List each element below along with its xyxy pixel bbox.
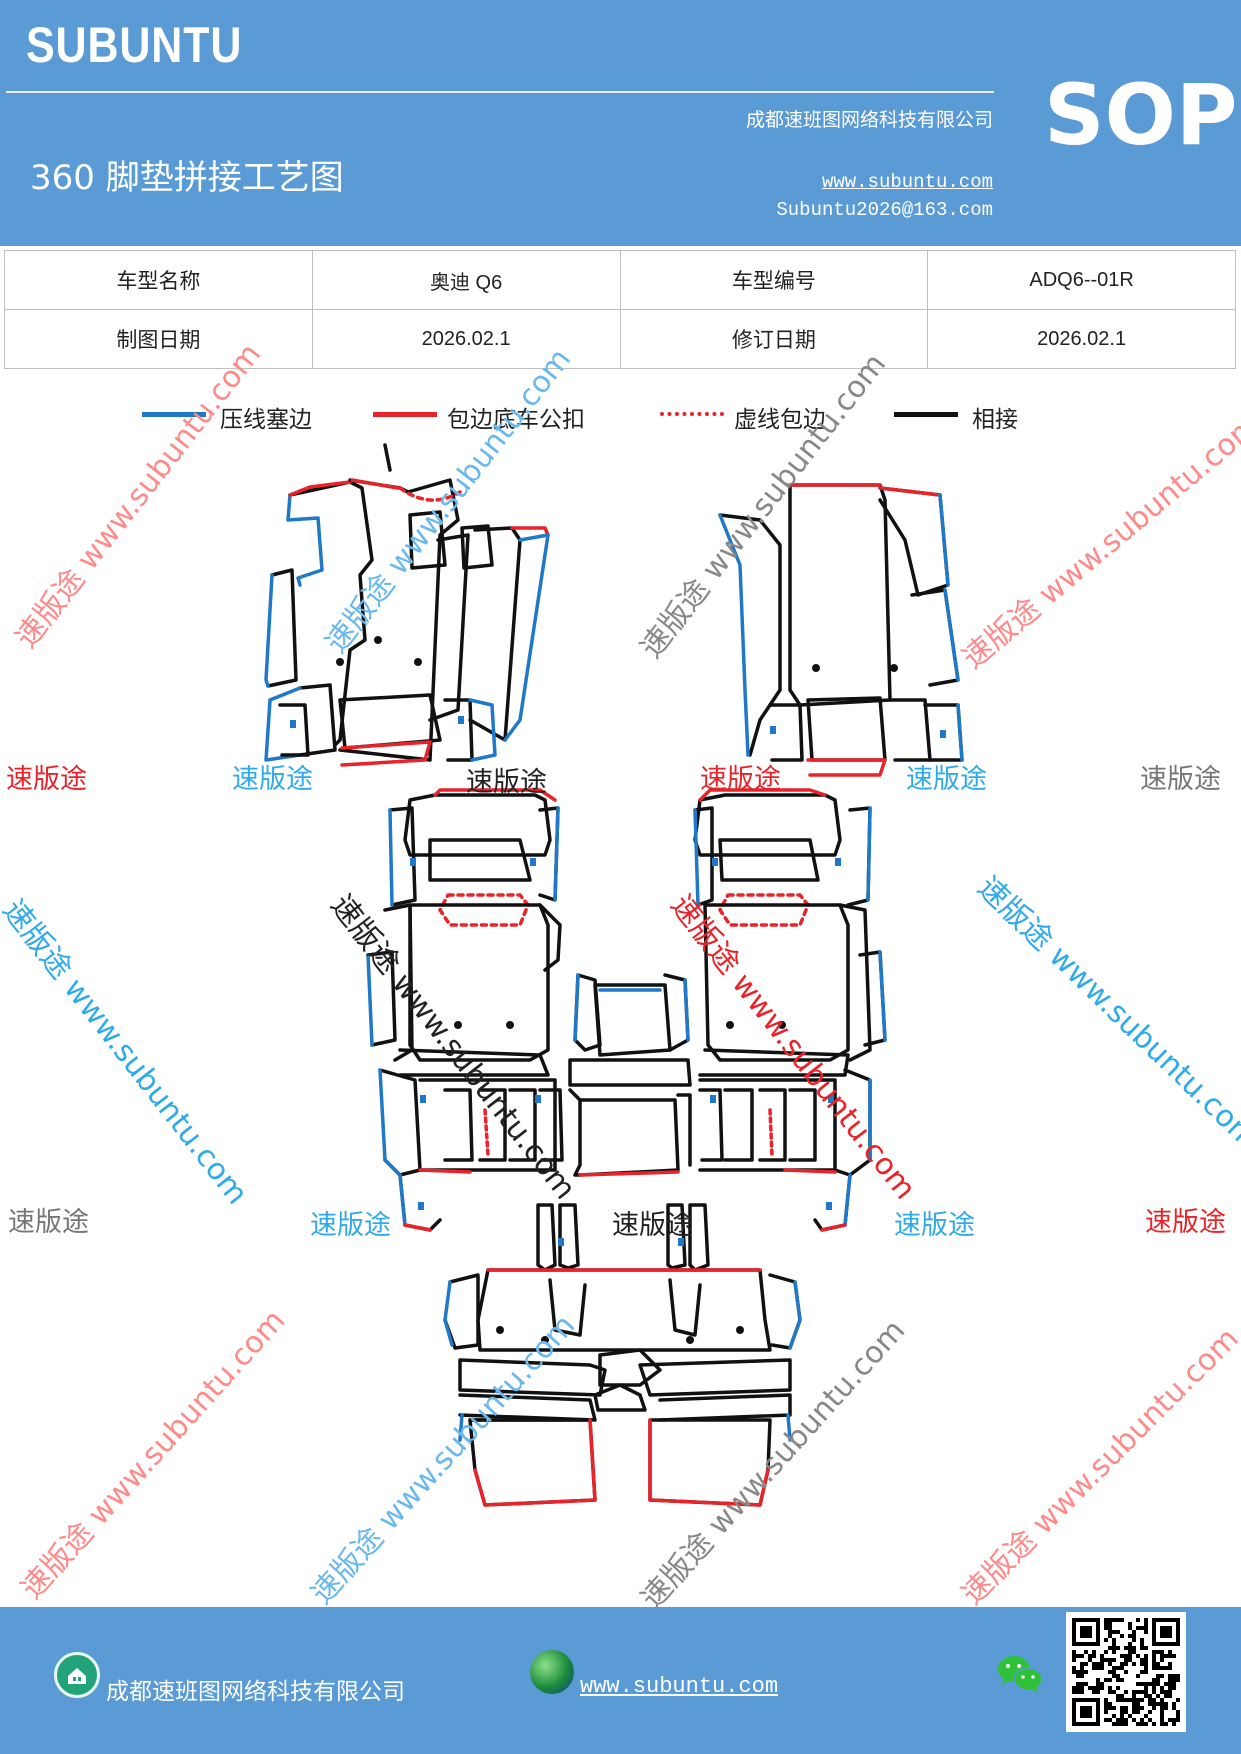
watermark-diagonal: 速版途 www.subuntu.com [8,337,269,655]
watermark-brand: 速版途 [1145,1207,1226,1238]
header-email[interactable]: Subuntu2026@163.com [776,199,993,221]
mat-middle-right [693,788,887,1232]
cell-model-code-label: 车型编号 [619,250,929,310]
qr-code[interactable] [1066,1612,1186,1732]
watermark-diagonal: 速版途 www.subuntu.com [663,888,923,1207]
legend-swatch [373,412,437,417]
legend-swatch [660,412,724,416]
brand-logo-text: SUBUNTU [26,17,243,73]
cell-draw-date-label: 制图日期 [4,309,313,369]
watermark-diagonal: 速版途 www.subuntu.com [970,869,1241,1157]
watermark-brand: 速版途 [6,764,87,795]
legend-label: 包边底车公扣 [447,407,585,433]
watermark-brand: 速版途 [310,1210,391,1241]
mat-front-right [718,483,964,777]
header-banner [0,0,1241,246]
header-company-name: 成都速班图网络科技有限公司 [745,109,993,131]
legend-swatch [142,412,206,417]
footer-company-name: 成都速班图网络科技有限公司 [106,1679,405,1705]
watermark-diagonal: 速版途 www.subuntu.com [0,893,255,1212]
watermark-diagonal: 速版途 www.subuntu.com [323,888,583,1207]
watermark-diagonal: 速版途 www.subuntu.com [956,407,1241,677]
sop-badge: SOP [1044,66,1238,164]
cell-model-code-value: ADQ6--01R [927,250,1236,310]
legend-label: 虚线包边 [734,407,826,433]
watermark-brand: 速版途 [906,764,987,795]
wechat-icon[interactable] [996,1652,1044,1696]
cell-model-name-label: 车型名称 [4,250,313,310]
mat-rear-row [443,1203,802,1507]
watermark-brand: 速版途 [8,1207,89,1238]
watermark-diagonal: 速版途 www.subuntu.com [14,1303,293,1607]
header-website-link[interactable]: www.subuntu.com [821,171,993,193]
watermark-diagonal: 速版途 www.subuntu.com [633,347,894,665]
watermark-brand: 速版途 [466,767,547,798]
cell-model-name-value: 奥迪 Q6 [311,250,621,310]
legend-swatch [894,412,958,417]
legend-label: 相接 [972,407,1018,433]
watermark-diagonal: 速版途 www.subuntu.com [318,342,579,660]
cell-draw-date-value: 2026.02.1 [311,309,621,369]
vehicle-info-table: 车型名称 奥迪 Q6 车型编号 ADQ6--01R 制图日期 2026.02.1… [4,250,1236,369]
document-title: 360 脚垫拼接工艺图 [30,158,344,198]
watermark-brand: 速版途 [232,764,313,795]
watermark-brand: 速版途 [700,764,781,795]
watermark-diagonal: 速版途 www.subuntu.com [304,1308,583,1612]
mat-middle-console [568,973,692,1177]
cell-revise-date-label: 修订日期 [619,309,929,369]
watermark-brand: 速版途 [1140,764,1221,795]
table-row: 车型名称 奥迪 Q6 车型编号 ADQ6--01R [4,250,1236,310]
watermark-diagonal: 速版途 www.subuntu.com [634,1313,913,1617]
table-row: 制图日期 2026.02.1 修订日期 2026.02.1 [4,309,1236,369]
mat-middle-left [366,788,564,1232]
mat-front-left [264,443,550,767]
watermark-diagonal: 速版途 www.subuntu.com [955,1321,1241,1612]
watermark-brand: 速版途 [894,1210,975,1241]
globe-icon [530,1650,574,1694]
watermark-brand: 速版途 [612,1210,693,1241]
legend-label: 压线塞边 [220,407,312,433]
home-icon [54,1652,100,1698]
mat-front-left-holes [336,636,422,666]
cell-revise-date-value: 2026.02.1 [927,309,1236,369]
header-divider [6,91,994,93]
footer-website-link[interactable]: www.subuntu.com [580,1674,779,1699]
